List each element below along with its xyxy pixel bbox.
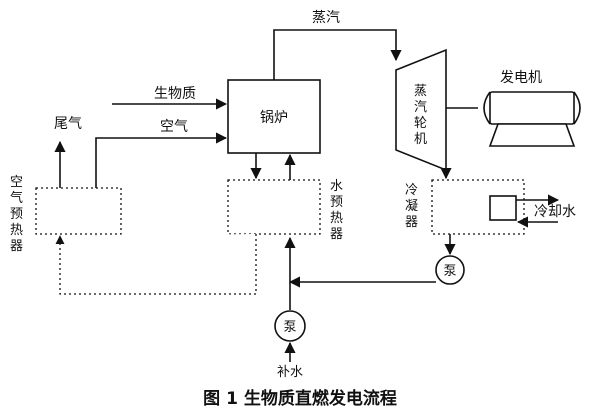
exhaust-label: 尾气: [54, 116, 82, 132]
turbine-label-3: 轮: [414, 116, 427, 131]
condenser-coil: [489, 195, 517, 221]
feed-pump-label: 泵: [283, 320, 296, 335]
generator-shape: [446, 91, 581, 147]
condenser-pump-label: 泵: [443, 264, 456, 279]
makeup-water-label: 补水: [277, 365, 303, 380]
condenser-pump-circle: [435, 255, 465, 285]
water-preheater-label-1: 水: [330, 179, 343, 194]
figure-caption: 图 1 生物质直燃发电流程: [203, 388, 397, 409]
generator-label: 发电机: [500, 70, 542, 86]
air-preheater-label-2: 气: [10, 190, 23, 206]
flue-gas-loop-line: [55, 234, 257, 295]
air-preheater-label-3: 预: [10, 207, 23, 222]
boiler-box: [227, 79, 321, 154]
water-preheater-label-4: 器: [330, 227, 343, 242]
turbine-label-1: 蒸: [414, 84, 427, 99]
condenser-label-3: 器: [405, 215, 418, 230]
boiler-label: 锅炉: [260, 110, 288, 126]
turbine-label-4: 机: [414, 132, 427, 147]
air-preheater-label-4: 热: [10, 223, 23, 238]
turbine-label-2: 汽: [414, 100, 427, 115]
hot-air-line: [95, 132, 228, 188]
feed-pump-circle: [274, 310, 306, 342]
steam-label: 蒸汽: [312, 10, 340, 26]
condenser-label-1: 冷: [405, 183, 418, 198]
water-preheater-label-3: 热: [330, 211, 343, 226]
condenser-label-2: 凝: [405, 198, 418, 214]
air-preheater-box: [35, 187, 122, 235]
air-label: 空气: [160, 119, 188, 135]
air-preheater-label-5: 器: [10, 239, 23, 254]
water-preheater-box: [227, 179, 321, 235]
air-preheater-label-1: 空: [10, 175, 23, 190]
biomass-label: 生物质: [154, 86, 196, 102]
steam-line: [273, 29, 402, 80]
water-preheater-label-2: 预: [330, 195, 343, 210]
cooling-water-label: 冷却水: [534, 204, 576, 220]
